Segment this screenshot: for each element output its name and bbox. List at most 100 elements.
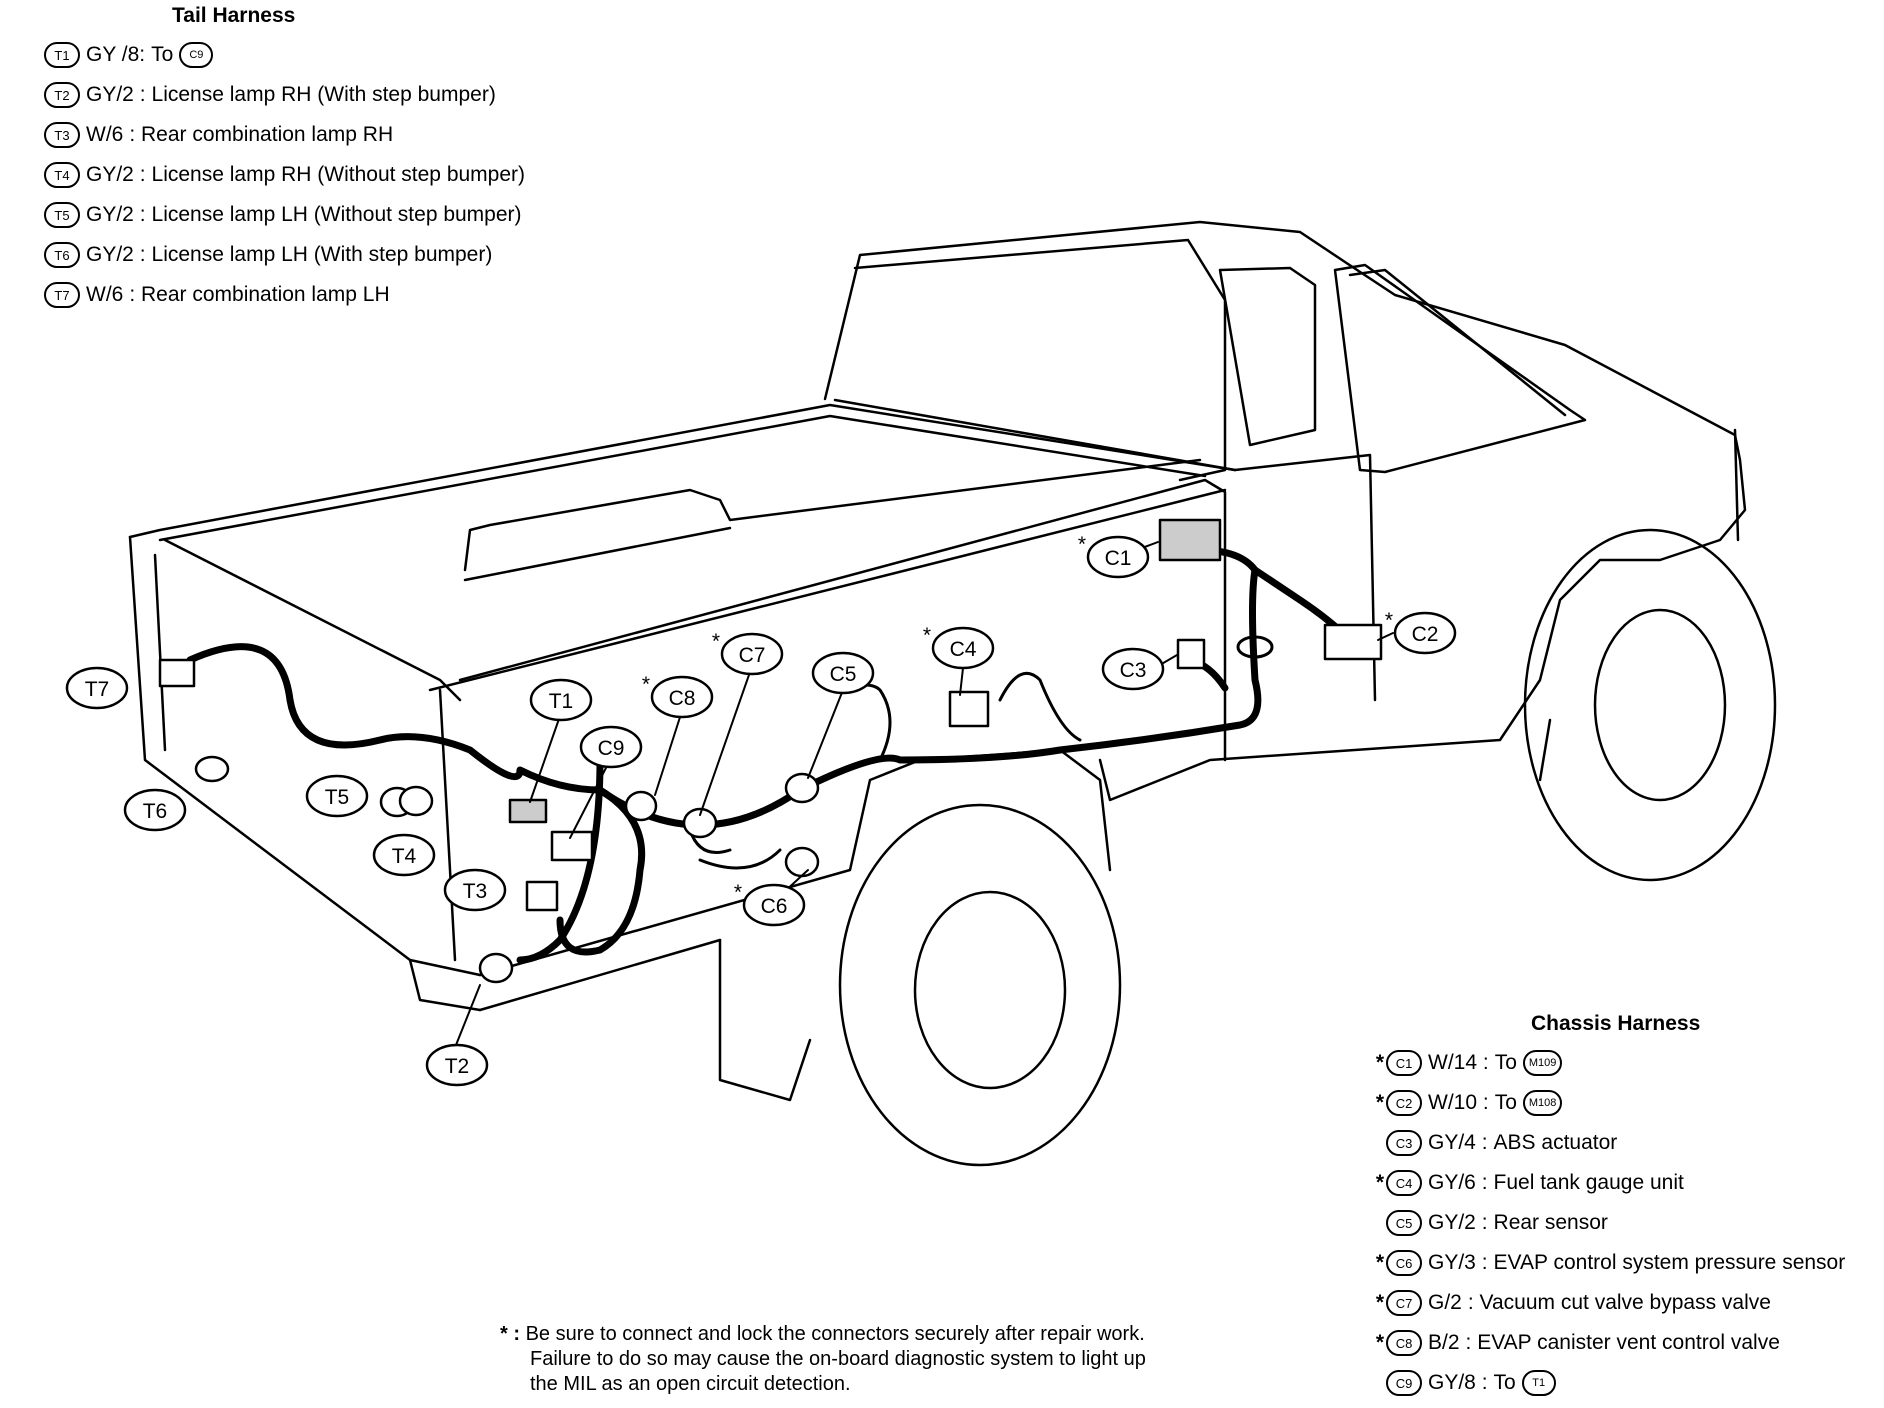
callout-c8: C8 * (642, 673, 714, 719)
callout-t2: T2 (425, 1043, 489, 1087)
reference-connector-badge: M109 (1522, 1050, 1563, 1076)
connector-t7 (158, 658, 196, 688)
wire-spec: GY/2 : (1428, 1211, 1488, 1234)
reference-connector-badge: T1 (1521, 1370, 1556, 1396)
callout-c4: C4 * (923, 624, 995, 670)
connector-description: License lamp LH (With step bumper) (151, 243, 493, 266)
callout-bubble (720, 632, 784, 676)
connector-t3 (525, 880, 559, 912)
callout-bubble (650, 675, 714, 719)
callout-bubble (1086, 535, 1150, 579)
callout-label: C8 (669, 687, 696, 710)
connector-code-badge: T3 (44, 122, 80, 148)
document-id: AEL322A (0, 1314, 2, 1391)
wire-spec: GY/8 : (1428, 1371, 1488, 1394)
callout-label: C2 (1412, 623, 1439, 646)
critical-marker: * (1375, 1091, 1384, 1114)
connector-c2 (1323, 623, 1383, 661)
callout-label: T3 (463, 880, 488, 903)
connector-description: To (1494, 1051, 1517, 1074)
critical-marker: * (1375, 1051, 1384, 1074)
callout-bubble (811, 651, 875, 695)
callout-label: T4 (392, 845, 417, 868)
connector-c9 (550, 830, 594, 862)
callout-label: C7 (739, 644, 766, 667)
connector-code-badge: C6 (1386, 1250, 1422, 1276)
callout-bubble (1393, 611, 1457, 655)
connector-code-badge: C9 (1386, 1370, 1422, 1396)
connector-code-badge: T2 (44, 82, 80, 108)
reference-connector-badge: C9 (179, 42, 214, 68)
critical-marker: * (1375, 1291, 1384, 1314)
callout-label: C9 (598, 737, 625, 760)
callout-c2: C2 * (1385, 609, 1457, 655)
callout-bubble (931, 626, 995, 670)
connector-code-badge: C1 (1386, 1050, 1422, 1076)
callout-c3: C3 (1101, 647, 1165, 691)
note-line-3: the MIL as an open circuit detection. (530, 1373, 851, 1395)
callout-bubble (579, 725, 643, 769)
wire-spec: GY /8: (86, 43, 146, 66)
wire-spec: GY/2 : (86, 243, 146, 266)
connector-t1 (508, 798, 548, 824)
callout-critical-marker: * (642, 673, 650, 696)
connector-description: : Rear combination lamp LH (129, 283, 390, 306)
callout-critical-marker: * (712, 630, 720, 653)
note-text-1: Be sure to connect and lock the connecto… (525, 1323, 1145, 1345)
note: * : Be sure to connect and lock the conn… (500, 1322, 1146, 1397)
connector-description: License lamp RH (Without step bumper) (151, 163, 526, 186)
connector-code-badge: T6 (44, 242, 80, 268)
callout-bubble (443, 868, 507, 912)
wire-spec: GY/2 : (86, 203, 146, 226)
connector-description: : Rear combination lamp RH (129, 123, 394, 146)
critical-marker: * (1375, 1331, 1384, 1354)
callout-label: T1 (549, 690, 574, 713)
callout-label: C6 (761, 895, 788, 918)
wire-spec: W/10 : (1428, 1091, 1489, 1114)
connector-code-badge: C3 (1386, 1130, 1422, 1156)
callout-c6: C6* (734, 881, 806, 927)
callout-bubble (425, 1043, 489, 1087)
connector-description: Rear sensor (1493, 1211, 1608, 1234)
callout-label: T6 (143, 800, 168, 823)
note-line-2: Failure to do so may cause the on-board … (530, 1348, 1146, 1370)
callout-critical-marker: * (923, 624, 931, 647)
connector-c6 (784, 846, 820, 878)
connector-description: Fuel tank gauge unit (1493, 1171, 1684, 1194)
critical-marker: * (1375, 1251, 1384, 1274)
callout-bubble (123, 788, 187, 832)
front-wheel (1523, 528, 1777, 882)
callout-label: C4 (950, 638, 977, 661)
connector-c5 (784, 772, 820, 804)
callout-t7: T7 (65, 666, 129, 710)
wire-spec: B/2 (1428, 1331, 1460, 1354)
callout-label: T5 (325, 786, 350, 809)
connector-code-badge: C5 (1386, 1210, 1422, 1236)
callout-bubble (372, 833, 436, 877)
wire-spec: GY/6 : (1428, 1171, 1488, 1194)
connector-c1 (1158, 518, 1222, 562)
callout-t5: T5 (305, 774, 369, 818)
connectors (158, 518, 1383, 984)
wire-spec: GY/2 : (86, 83, 146, 106)
callout-label: C1 (1105, 547, 1132, 570)
connector-code-badge: C2 (1386, 1090, 1422, 1116)
harness-wire (186, 536, 1354, 964)
connector-description: To (1494, 1091, 1517, 1114)
callout-critical-marker: * (1385, 609, 1393, 632)
legend-row-t6: T6 GY/2 :License lamp LH (With step bumpe… (44, 242, 492, 268)
callout-t6: T6 (123, 788, 187, 832)
callout-bubble (742, 883, 806, 927)
connector-description: To (1493, 1371, 1516, 1394)
callout-bubble (305, 774, 369, 818)
wire-spec: GY/4 : (1428, 1131, 1488, 1154)
connector-description: License lamp LH (Without step bumper) (151, 203, 522, 226)
callout-label: T7 (85, 678, 110, 701)
wire-spec: W/14 : (1428, 1051, 1489, 1074)
